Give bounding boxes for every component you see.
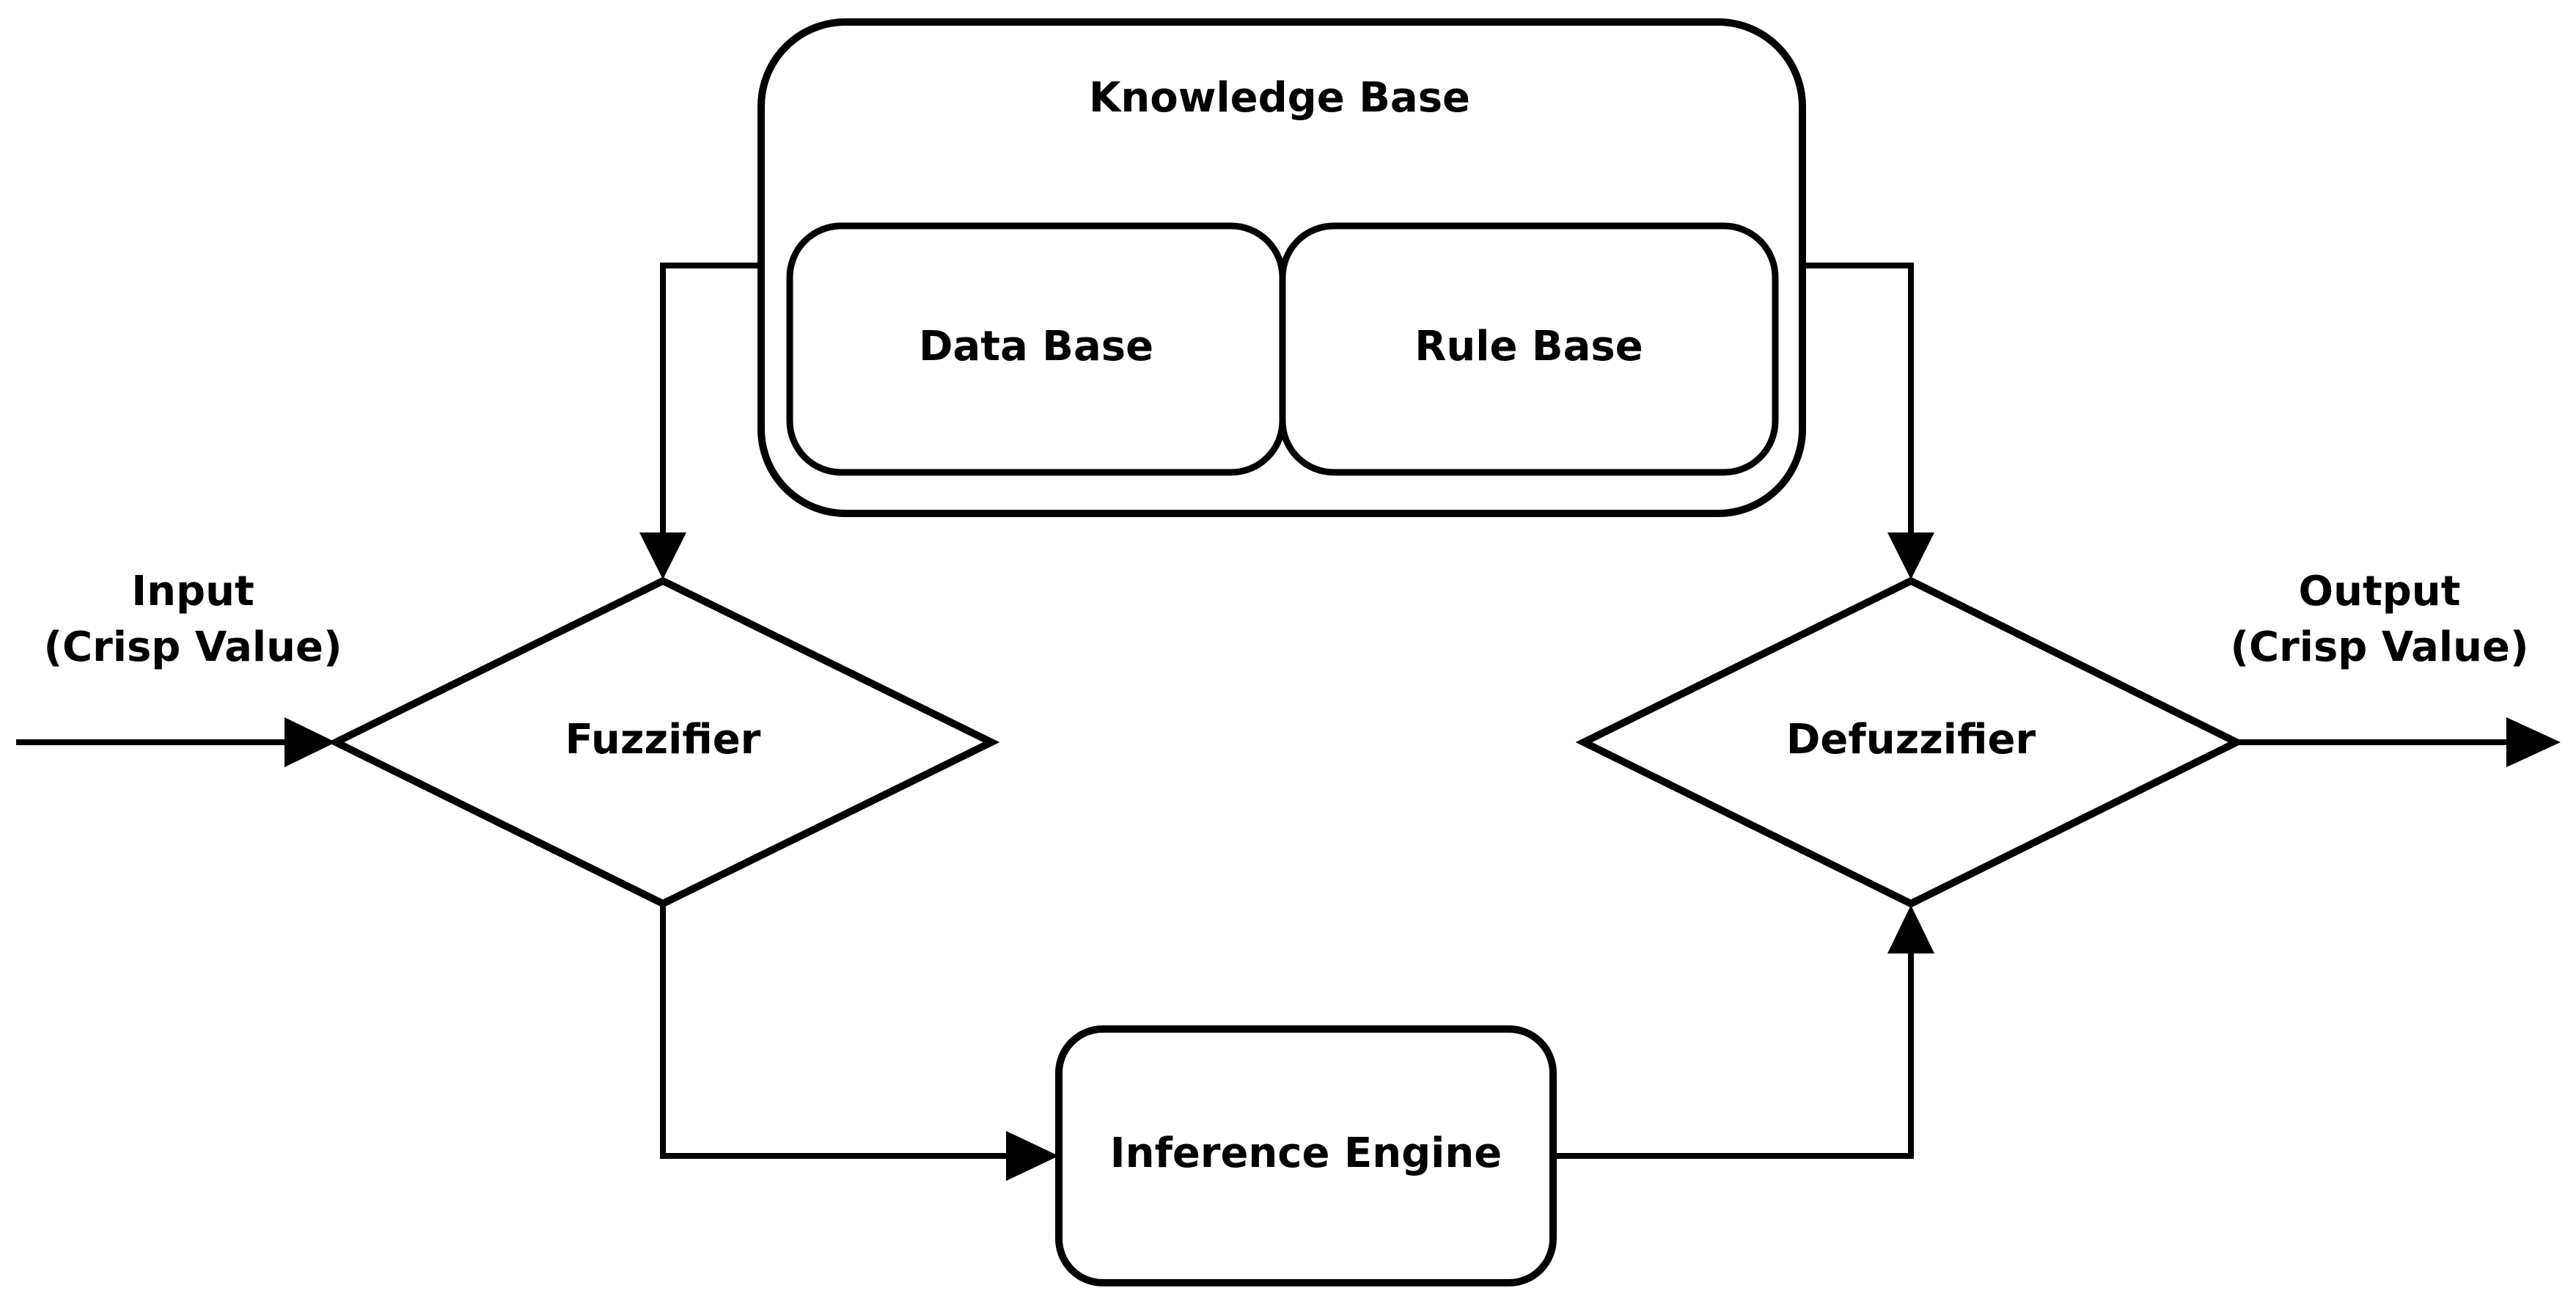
inference-engine-block: Inference Engine (1055, 1025, 1557, 1286)
input-label-line1: Input (131, 568, 254, 615)
connector-inference-to-defuzzifier (1553, 905, 1934, 1159)
arrowhead-into-inference-engine (1006, 1131, 1059, 1181)
output-label-line2: (Crisp Value) (2230, 623, 2528, 671)
input-arrowhead (285, 717, 336, 767)
fuzzifier-block: Fuzzifier (327, 576, 1000, 908)
inference-engine-label: Inference Engine (1110, 1130, 1502, 1177)
knowledge-base-title: Knowledge Base (1089, 74, 1470, 122)
connector-fuzzifier-to-inference (660, 904, 1059, 1181)
fuzzifier-label: Fuzzifier (565, 716, 761, 764)
knowledge-base-block: Knowledge Base Data Base Rule Base (757, 18, 1806, 517)
defuzzifier-diamond (1575, 576, 2245, 908)
output-block: Output (Crisp Value) (2230, 568, 2561, 767)
rule-base-box (1279, 222, 1779, 476)
defuzzifier-label: Defuzzifier (1786, 716, 2036, 764)
rule-base-label: Rule Base (1414, 323, 1643, 370)
arrowhead-into-fuzzifier (639, 532, 686, 579)
arrowhead-into-defuzzifier-bottom (1887, 905, 1934, 953)
data-base-label: Data Base (919, 323, 1153, 370)
connector-kb-to-defuzzifier (1802, 263, 1934, 579)
input-block: Input (Crisp Value) (16, 568, 342, 767)
defuzzifier-block: Defuzzifier (1575, 576, 2245, 908)
input-label-line2: (Crisp Value) (43, 623, 342, 671)
output-arrowhead (2506, 717, 2561, 767)
arrowhead-into-defuzzifier-top (1887, 532, 1934, 579)
output-label-line1: Output (2299, 568, 2461, 615)
connector-kb-to-fuzzifier (639, 263, 761, 579)
